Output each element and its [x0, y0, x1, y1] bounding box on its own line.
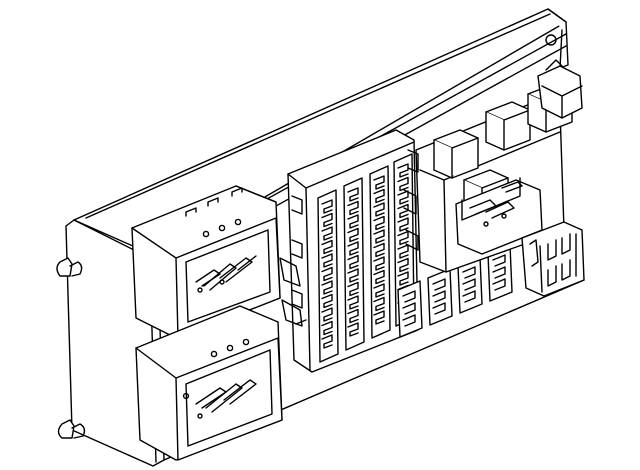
fuse	[403, 291, 415, 302]
fuse	[374, 244, 384, 257]
fuse	[348, 188, 358, 201]
fuse	[463, 291, 475, 302]
fuse	[433, 291, 445, 302]
fuse	[398, 232, 408, 245]
fuse	[348, 256, 358, 269]
fuse	[374, 311, 384, 324]
fuse	[322, 308, 332, 321]
fuse	[398, 218, 408, 231]
fuse	[374, 271, 384, 284]
fuse	[322, 295, 332, 308]
lower-fuse-block	[428, 269, 452, 325]
fuse	[322, 281, 332, 294]
fuse	[374, 217, 384, 230]
connector-pin	[211, 351, 216, 356]
fuse-column	[370, 166, 390, 338]
fuse	[403, 315, 415, 326]
fuse	[322, 200, 332, 213]
fuse	[348, 229, 358, 242]
fuse	[348, 323, 358, 336]
fuse	[348, 269, 358, 282]
housing-right-end	[548, 9, 568, 68]
fuse	[493, 267, 505, 278]
fuse	[403, 303, 415, 314]
fuse	[398, 272, 408, 285]
fuse	[398, 164, 408, 177]
fuse	[374, 284, 384, 297]
fuse	[493, 255, 505, 266]
lower-fuse-block	[488, 245, 512, 301]
fuse	[348, 296, 358, 309]
connector-lower	[136, 306, 282, 460]
fuse-column	[318, 190, 338, 362]
fuse	[322, 227, 332, 240]
fuse	[374, 230, 384, 243]
fuse	[322, 241, 332, 254]
side-connector	[522, 222, 584, 296]
fuse-column	[344, 178, 364, 350]
fuse	[322, 322, 332, 335]
relay	[434, 130, 478, 178]
fuse	[398, 259, 408, 272]
fuse	[493, 279, 505, 290]
connector-pin	[219, 225, 224, 230]
fuse	[348, 310, 358, 323]
fuse	[463, 267, 475, 278]
mounting-tab-upper	[57, 258, 82, 276]
fuse	[348, 283, 358, 296]
fuse	[398, 245, 408, 258]
mounting-tab-lower	[59, 420, 85, 438]
connector-pin	[235, 219, 240, 224]
fuse	[322, 254, 332, 267]
connector-upper	[132, 186, 280, 338]
fuse	[398, 205, 408, 218]
corner-plug	[538, 60, 582, 118]
connector-pin	[203, 231, 208, 236]
fuse	[348, 242, 358, 255]
connector-pin	[243, 339, 248, 344]
fuse	[374, 176, 384, 189]
fuse	[374, 190, 384, 203]
fuse	[322, 335, 332, 348]
fuse	[398, 178, 408, 191]
fuse	[322, 214, 332, 227]
fuse	[463, 279, 475, 290]
relay	[486, 102, 530, 150]
fuse	[374, 257, 384, 270]
lower-fuse-block	[398, 281, 422, 337]
fuse	[348, 202, 358, 215]
fuse	[348, 215, 358, 228]
fuse	[433, 303, 445, 314]
fuse	[374, 203, 384, 216]
fuse	[374, 298, 384, 311]
fuse-panel	[280, 130, 418, 372]
fuse	[433, 279, 445, 290]
fuse	[322, 268, 332, 281]
connector-pin	[227, 345, 232, 350]
